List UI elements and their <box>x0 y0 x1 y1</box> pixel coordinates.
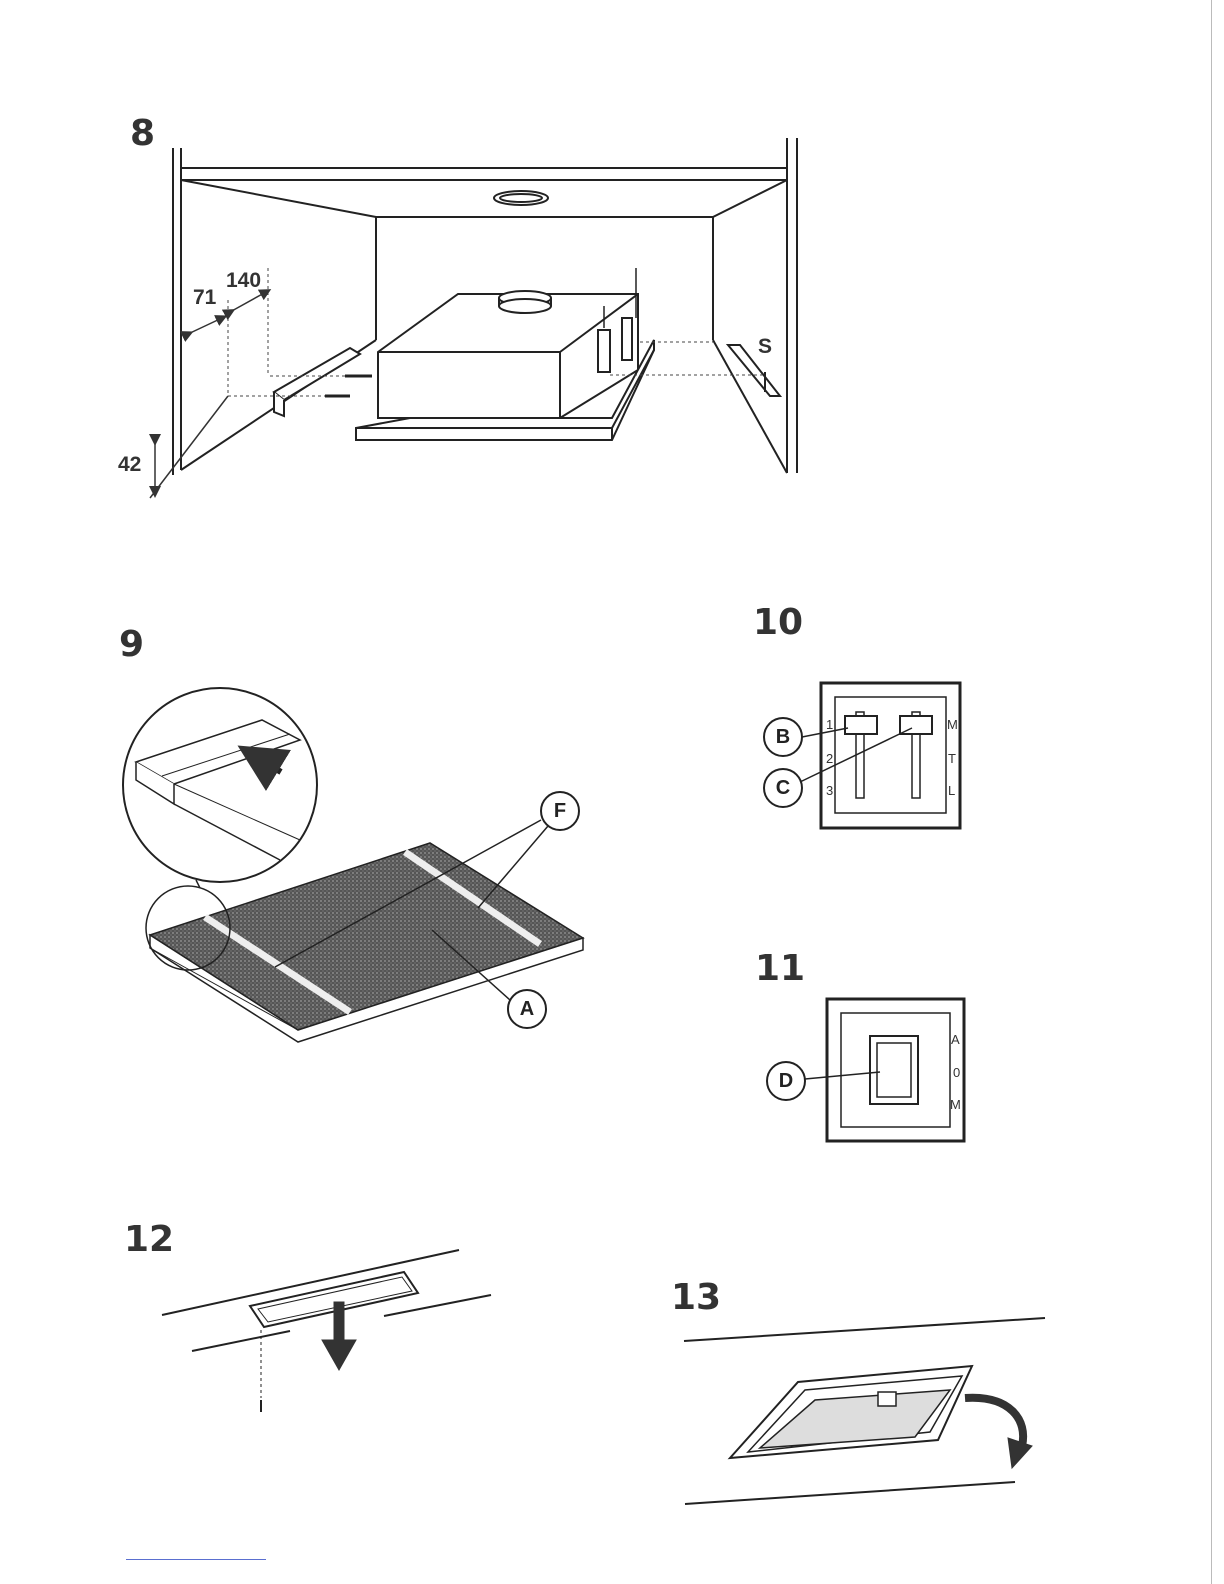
callout-b-label: B <box>776 726 790 748</box>
dimension-71-label: 71 <box>193 286 217 309</box>
callout-d-label: D <box>779 1070 793 1092</box>
callout-f-label: F <box>554 800 566 822</box>
switch-scale-m: M <box>950 1097 961 1112</box>
figure-13-lamp-replacement <box>684 1318 1045 1504</box>
light-scale-m: M <box>947 717 958 732</box>
figure-10-slider-controls <box>764 683 960 828</box>
figure-8-cabinet-installation <box>173 138 797 475</box>
figure-8-dimension-arrows <box>150 292 266 498</box>
figure-12-lamp-cover <box>162 1250 491 1412</box>
speed-scale-1: 1 <box>826 717 833 732</box>
light-scale-t: T <box>948 751 956 766</box>
light-scale-l: L <box>948 783 955 798</box>
figure-9-grease-filter <box>123 688 583 1042</box>
callout-c-label: C <box>776 777 790 799</box>
figure-11-rocker-switch <box>767 999 964 1141</box>
dimension-42-label: 42 <box>118 453 141 476</box>
speed-scale-3: 3 <box>826 783 833 798</box>
switch-scale-0: 0 <box>953 1065 960 1080</box>
callout-a-label: A <box>520 998 534 1020</box>
speed-scale-2: 2 <box>826 751 833 766</box>
bracket-s-label: S <box>758 335 772 358</box>
switch-scale-a: A <box>951 1032 960 1047</box>
dimension-140-label: 140 <box>226 269 261 292</box>
